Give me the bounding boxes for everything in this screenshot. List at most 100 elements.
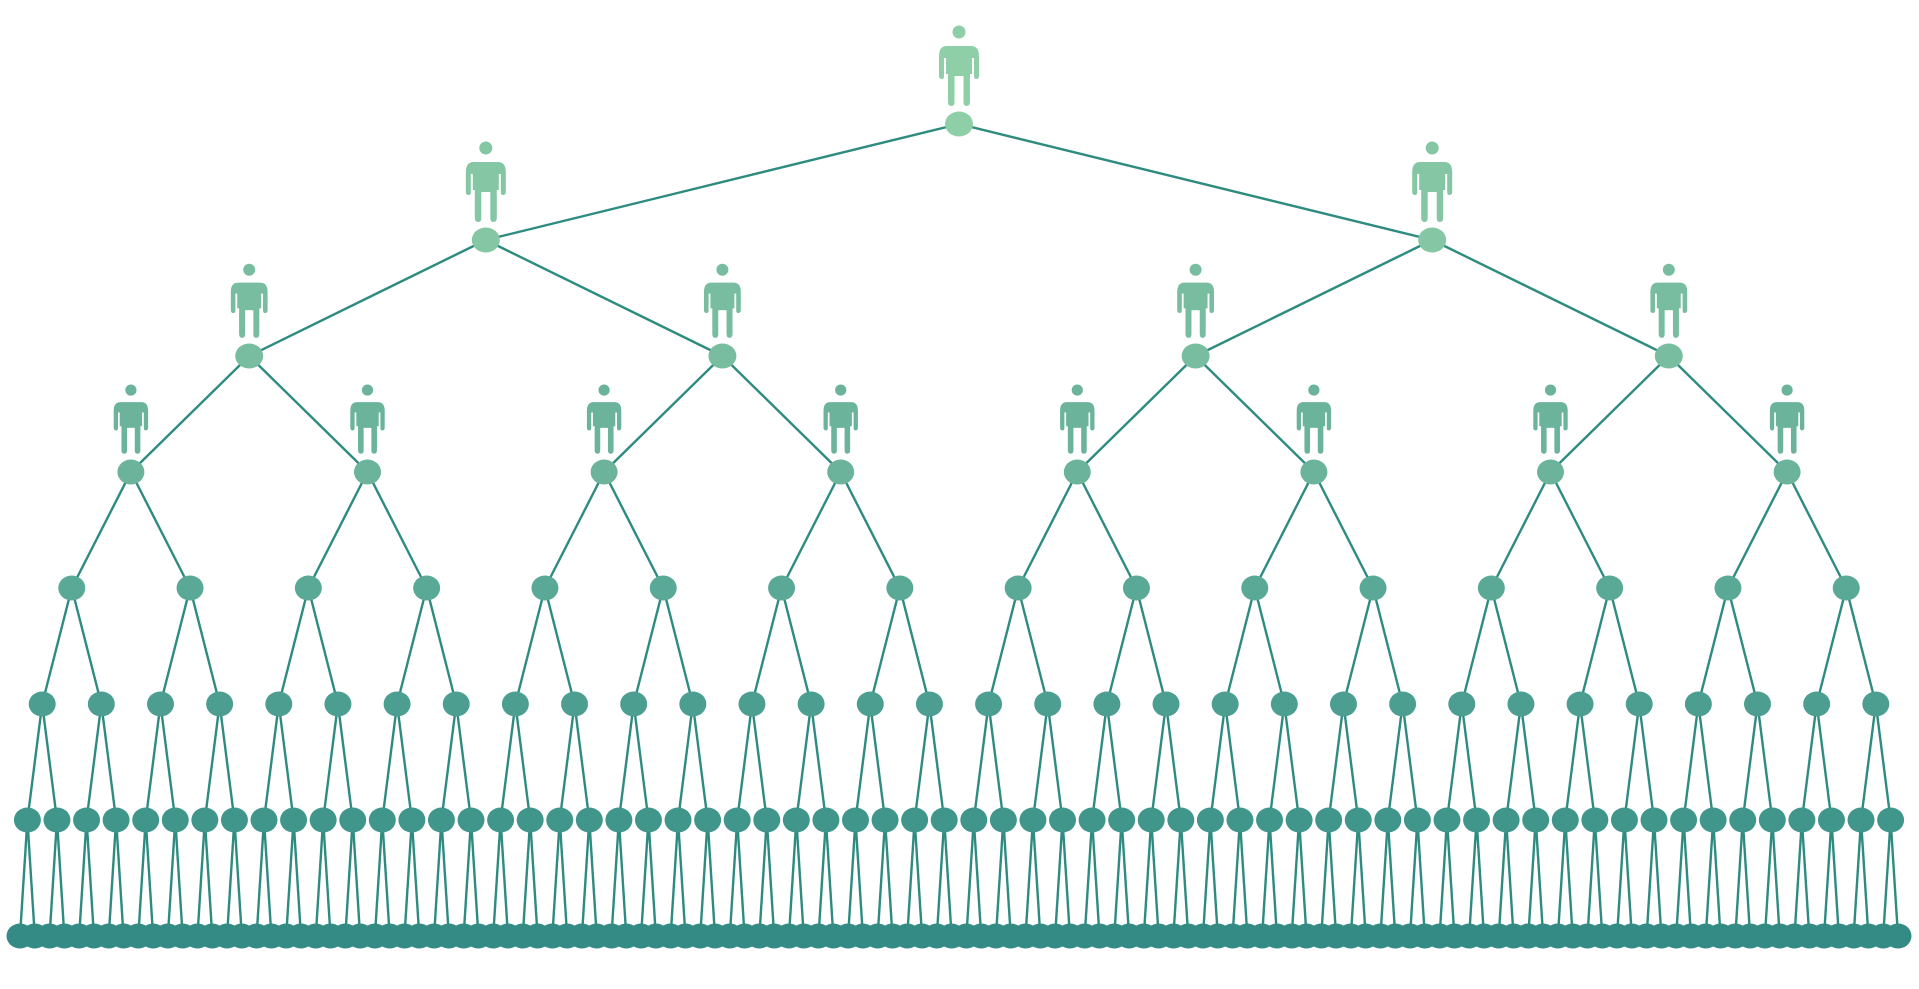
tree-edge bbox=[1142, 819, 1153, 937]
tree-edge bbox=[795, 703, 813, 821]
tree-edge bbox=[1083, 819, 1094, 937]
tree-edge bbox=[1283, 703, 1301, 821]
tree-edge bbox=[699, 819, 709, 937]
tree-node bbox=[487, 807, 515, 833]
tree-edge bbox=[1445, 703, 1463, 821]
tree-node bbox=[1152, 691, 1180, 717]
tree-edge bbox=[1342, 587, 1375, 705]
tree-node bbox=[471, 227, 500, 253]
tree-edge bbox=[1615, 819, 1626, 937]
tree-edge bbox=[1497, 819, 1508, 937]
tree-edge bbox=[1290, 819, 1301, 937]
tree-node bbox=[1832, 575, 1860, 601]
tree-edge bbox=[913, 703, 931, 821]
tree-node bbox=[1418, 227, 1447, 253]
tree-edge bbox=[55, 819, 66, 937]
tree-node bbox=[1877, 807, 1905, 833]
tree-edge bbox=[410, 819, 421, 937]
tree-node bbox=[694, 807, 722, 833]
tree-node bbox=[457, 807, 485, 833]
tree-node bbox=[886, 575, 914, 601]
tree-edge bbox=[48, 819, 59, 937]
tree-node bbox=[1019, 807, 1047, 833]
tree-node bbox=[1211, 691, 1239, 717]
tree-edge bbox=[1342, 703, 1360, 821]
tree-edge bbox=[440, 703, 458, 821]
tree-edge bbox=[1031, 703, 1049, 821]
tree-edge bbox=[499, 819, 510, 937]
tree-node bbox=[945, 111, 973, 137]
tree-edge bbox=[292, 819, 303, 937]
tree-node bbox=[1389, 691, 1417, 717]
tree-edge bbox=[972, 703, 990, 821]
tree-edge bbox=[248, 355, 369, 473]
tree-node bbox=[1403, 807, 1431, 833]
tree-edge bbox=[1386, 819, 1397, 937]
tree-edge bbox=[1076, 355, 1197, 473]
tree-node bbox=[427, 807, 455, 833]
tree-edge bbox=[1238, 819, 1249, 937]
tree-edge bbox=[1135, 587, 1168, 705]
tree-edge bbox=[1490, 471, 1552, 589]
tree-edge bbox=[1504, 703, 1523, 821]
tree-node bbox=[294, 575, 322, 601]
tree-node bbox=[1329, 691, 1357, 717]
tree-node bbox=[546, 807, 574, 833]
tree-edge bbox=[40, 703, 59, 821]
tree-edge bbox=[1564, 819, 1574, 937]
tree-edge bbox=[1253, 587, 1286, 705]
tree-edge bbox=[225, 819, 236, 937]
tree-edge bbox=[883, 819, 894, 937]
tree-node bbox=[1374, 807, 1402, 833]
person-icon bbox=[350, 384, 385, 454]
tree-edge bbox=[1882, 819, 1892, 937]
tree-edge bbox=[691, 703, 709, 821]
tree-node bbox=[1256, 807, 1284, 833]
tree-edge bbox=[381, 819, 391, 937]
tree-edge bbox=[77, 819, 88, 937]
tree-edge bbox=[321, 703, 340, 821]
tree-edge bbox=[735, 819, 746, 937]
tree-edge bbox=[854, 819, 865, 937]
tree-edge bbox=[1460, 703, 1478, 821]
tree-node bbox=[975, 691, 1003, 717]
tree-node bbox=[960, 807, 988, 833]
tree-node bbox=[1536, 459, 1564, 485]
tree-edge bbox=[1800, 819, 1811, 937]
tree-edge bbox=[1697, 587, 1730, 705]
tree-edge bbox=[913, 819, 924, 937]
person-icon bbox=[1412, 141, 1453, 222]
tree-edge bbox=[1549, 355, 1670, 473]
tree-node bbox=[1699, 807, 1727, 833]
tree-edge bbox=[669, 819, 680, 937]
tree-edge bbox=[196, 819, 207, 937]
tree-node bbox=[901, 807, 929, 833]
tree-edge bbox=[558, 819, 569, 937]
person-icon bbox=[1533, 384, 1568, 454]
tree-edge bbox=[1090, 819, 1101, 937]
tree-edge bbox=[1357, 819, 1367, 937]
tree-edge bbox=[987, 703, 1005, 821]
tree-edge bbox=[1467, 819, 1478, 937]
tree-node bbox=[1315, 807, 1343, 833]
tree-node bbox=[989, 807, 1017, 833]
tree-edge bbox=[1815, 587, 1848, 705]
tree-node bbox=[1788, 807, 1816, 833]
tree-edge bbox=[1697, 703, 1715, 821]
tree-edge bbox=[1105, 703, 1123, 821]
tree-node bbox=[1492, 807, 1520, 833]
tree-edge bbox=[588, 819, 598, 937]
tree-edge bbox=[1741, 703, 1759, 821]
tree-edge bbox=[351, 819, 362, 937]
tree-edge bbox=[521, 819, 532, 937]
tree-edge bbox=[1268, 819, 1279, 937]
tree-node bbox=[1226, 807, 1254, 833]
tree-edge bbox=[166, 819, 177, 937]
tree-edge bbox=[1113, 819, 1123, 937]
tree-node bbox=[368, 807, 396, 833]
tree-node bbox=[1181, 343, 1210, 369]
tree-edge bbox=[1076, 471, 1138, 589]
tree-edge bbox=[1320, 819, 1330, 937]
tree-edge bbox=[1016, 587, 1049, 705]
tree-edge bbox=[617, 819, 628, 937]
